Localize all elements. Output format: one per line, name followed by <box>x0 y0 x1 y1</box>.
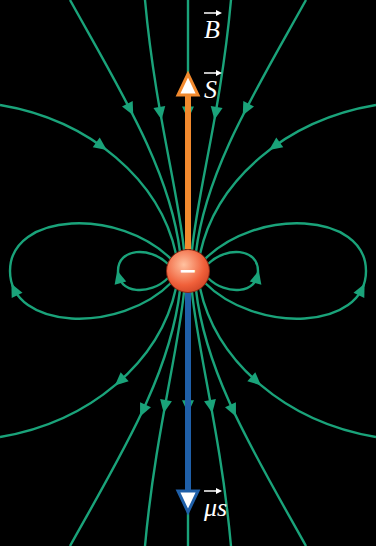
charge-sign: − <box>179 260 197 282</box>
field-line <box>70 290 180 546</box>
field-line <box>187 0 189 250</box>
field-label: B <box>204 17 220 43</box>
field-arrowhead <box>153 106 167 121</box>
field-line <box>0 105 176 254</box>
field-line <box>145 292 184 546</box>
field-line <box>145 0 184 250</box>
spin-arrowhead <box>178 74 198 95</box>
field-loop <box>208 252 258 290</box>
field-line <box>70 0 180 252</box>
field-line <box>196 290 306 546</box>
vector-marks <box>204 10 222 494</box>
spin-vector <box>185 94 191 249</box>
field-loop <box>204 223 366 318</box>
field-line <box>0 288 176 437</box>
field-arrowhead <box>354 281 370 298</box>
field-line <box>200 288 376 437</box>
field-arrowhead <box>204 399 218 414</box>
field-arrowhead <box>158 399 172 414</box>
field-loop <box>10 223 172 318</box>
field-line <box>192 292 231 546</box>
field-line <box>192 0 231 250</box>
field-arrowhead <box>209 106 223 121</box>
moment-vector <box>185 292 191 492</box>
electron-circle: − <box>166 249 210 293</box>
field-loop <box>118 252 168 290</box>
field-arrowhead <box>266 138 284 155</box>
field-arrowhead <box>6 281 22 298</box>
spin-label: S <box>204 77 217 103</box>
field-arrowhead <box>247 372 265 390</box>
field-arrowhead <box>111 269 126 285</box>
field-arrowhead <box>93 138 111 155</box>
moment-arrowhead <box>178 491 198 512</box>
field-line <box>200 105 376 254</box>
field-arrowhead <box>250 269 265 285</box>
moment-label: μs <box>204 495 227 521</box>
field-arrowhead <box>122 101 139 118</box>
field-arrowhead <box>111 372 129 390</box>
field-line <box>196 0 306 252</box>
field-arrowhead <box>135 402 151 419</box>
field-arrowhead <box>225 402 241 419</box>
field-arrowhead <box>237 101 254 118</box>
